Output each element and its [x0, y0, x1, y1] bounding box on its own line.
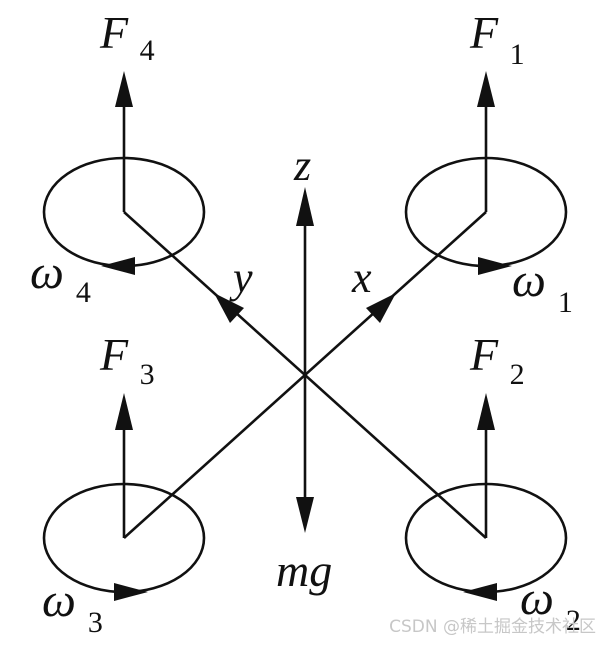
w3-label: ω 3: [42, 574, 103, 639]
w4-index: 4: [76, 276, 91, 309]
w2-label: ω 2: [520, 572, 581, 637]
f1-symbol: F: [469, 7, 499, 58]
w1-rotation-arrowhead: [478, 257, 512, 275]
w3-rotation-arrowhead: [114, 583, 148, 601]
f4-arrowhead: [115, 71, 133, 107]
gravity-label: mg: [276, 545, 332, 596]
f3-index: 3: [140, 358, 155, 391]
w4-rotation-arrowhead: [101, 257, 135, 275]
f1-label: F 1: [469, 7, 525, 71]
w2-rotation-arrowhead: [463, 583, 497, 601]
f2-arrowhead: [477, 393, 495, 430]
z-axis-arrowhead: [296, 187, 314, 226]
f3-symbol: F: [99, 329, 129, 380]
w2-symbol: ω: [520, 572, 554, 625]
w3-symbol: ω: [42, 574, 76, 627]
mg-arrowhead: [296, 497, 314, 533]
f2-label: F 2: [469, 329, 525, 391]
f3-arrowhead: [115, 393, 133, 430]
w4-symbol: ω: [30, 246, 64, 299]
x-axis-arrowhead: [366, 293, 396, 323]
w1-index: 1: [558, 286, 573, 319]
z-axis-label: z: [293, 141, 311, 190]
f4-symbol: F: [99, 7, 129, 58]
f3-label: F 3: [99, 329, 155, 391]
f1-index: 1: [510, 38, 525, 71]
w4-label: ω 4: [30, 246, 91, 309]
f1-arrowhead: [477, 71, 495, 107]
y-axis-label: y: [229, 253, 253, 302]
watermark: CSDN @稀土掘金技术社区: [389, 617, 596, 637]
f2-index: 2: [510, 358, 525, 391]
f2-symbol: F: [469, 329, 499, 380]
w1-label: ω 1: [512, 254, 573, 319]
x-axis-label: x: [351, 253, 372, 302]
w2-index: 2: [566, 604, 581, 637]
f4-index: 4: [140, 34, 155, 67]
f4-label: F 4: [99, 7, 155, 67]
w1-symbol: ω: [512, 254, 546, 307]
y-axis-arrowhead: [214, 293, 244, 323]
w3-index: 3: [88, 606, 103, 639]
